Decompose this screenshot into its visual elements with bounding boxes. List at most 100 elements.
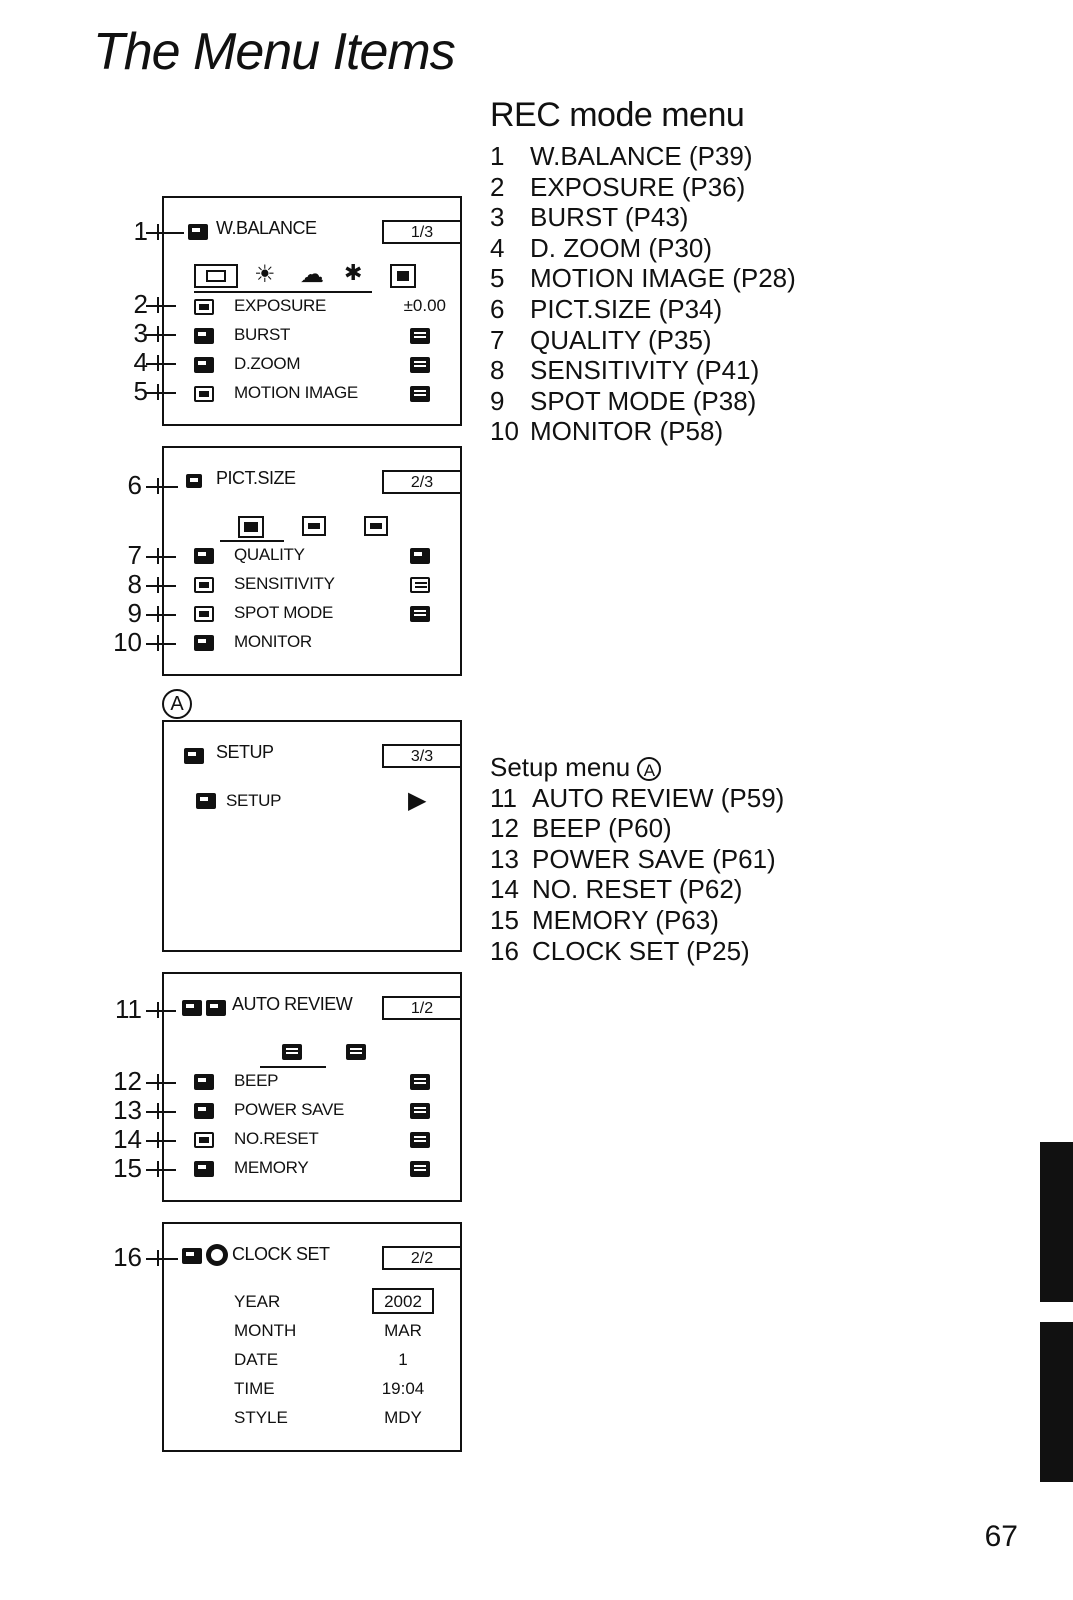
index-tab	[1040, 1142, 1073, 1302]
page-indicator: 1/2	[382, 996, 460, 1020]
setup-menu-heading: Setup menu A	[490, 752, 784, 783]
off-option-icon	[282, 1044, 302, 1060]
iso-icon	[194, 577, 214, 593]
sun-icon: ☀	[254, 261, 276, 288]
play-arrow-icon: ▶	[408, 787, 427, 814]
screen-setup: SETUP 3/3 SETUP ▶	[162, 720, 462, 952]
date-value: 1	[398, 1350, 408, 1369]
clock-row-label: YEAR	[234, 1292, 281, 1311]
screen-auto-review: AUTO REVIEW 1/2 BEEP POWER SAVE NO.RESET…	[162, 972, 462, 1202]
callout-number: 16	[113, 1242, 142, 1272]
screen-title: SETUP	[216, 742, 274, 762]
marker-a-icon: A	[162, 689, 192, 719]
quality-fine-icon	[410, 548, 430, 564]
setup-icon	[182, 1000, 202, 1016]
callout-number: 15	[113, 1153, 142, 1183]
screen-title: CLOCK SET	[232, 1244, 330, 1264]
callout-number: 3	[133, 318, 148, 348]
on-option-icon	[346, 1044, 366, 1060]
auto-review-icon	[206, 1000, 226, 1016]
callout-number: 9	[127, 598, 142, 628]
index-tab	[1040, 1322, 1073, 1482]
off-badge-icon	[410, 606, 430, 622]
motion-image-icon	[194, 386, 214, 402]
page-indicator: 3/3	[382, 744, 460, 768]
setup-icon	[182, 1248, 202, 1264]
setup-icon	[184, 748, 204, 764]
power-save-icon	[194, 1103, 214, 1119]
iso-100-icon	[410, 577, 430, 593]
screen-pictsize: PICT.SIZE 2/3 QUALITY SENSITIVITY SPOT M…	[162, 446, 462, 676]
style-value: MDY	[384, 1408, 422, 1427]
callout-number: 14	[113, 1124, 142, 1154]
on-badge-icon	[410, 1103, 430, 1119]
callout-number: 2	[133, 289, 148, 319]
quality-icon	[194, 548, 214, 564]
callout-number: 1	[133, 216, 148, 246]
off-badge-icon	[410, 328, 430, 344]
year-field-box[interactable]	[372, 1288, 434, 1314]
callout-number: 8	[127, 569, 142, 599]
page-number: 67	[984, 1520, 1018, 1553]
callout-number: 6	[127, 470, 142, 500]
memory-icon	[194, 1161, 214, 1177]
callout-number: 5	[133, 376, 148, 406]
menu-row-label: BEEP	[234, 1071, 279, 1090]
page-indicator: 2/3	[382, 470, 460, 494]
monitor-icon	[194, 635, 214, 651]
menu-row-label: SETUP	[226, 791, 282, 810]
screen-title: W.BALANCE	[216, 218, 317, 238]
menu-row-label: POWER SAVE	[234, 1100, 345, 1119]
marker-a-icon: A	[637, 757, 662, 782]
beep-icon	[194, 1074, 214, 1090]
page-title: The Menu Items	[93, 23, 456, 81]
menu-row-label: QUALITY	[234, 545, 305, 564]
screen-wbalance: W.BALANCE 1/3 ☀ ☁ ✱ EXPOSURE ±0.00 BURST…	[162, 196, 462, 426]
menu-row-label: SENSITIVITY	[234, 574, 335, 593]
month-value: MAR	[384, 1321, 422, 1340]
page-indicator: 2/2	[382, 1246, 460, 1270]
menu-row-label: MONITOR	[234, 632, 312, 651]
size-large-icon	[238, 516, 264, 538]
clock-row-label: DATE	[234, 1350, 279, 1369]
clock-row-label: STYLE	[234, 1408, 288, 1427]
burst-icon	[194, 328, 214, 344]
setup-icon	[196, 793, 216, 809]
on-badge-icon	[410, 1074, 430, 1090]
menu-row-label: D.ZOOM	[234, 354, 301, 373]
clock-row-label: MONTH	[234, 1321, 297, 1340]
screen-title: PICT.SIZE	[216, 468, 296, 488]
spot-icon	[194, 606, 214, 622]
menu-row-label: EXPOSURE	[234, 296, 327, 315]
callout-number: 7	[127, 540, 142, 570]
pictsize-icon	[186, 474, 202, 488]
rec-menu-heading: REC mode menu	[490, 96, 745, 134]
callout-number: 11	[115, 994, 142, 1024]
cloud-icon: ☁	[300, 261, 324, 288]
callout-number: 12	[113, 1066, 142, 1096]
off-badge-icon	[410, 1161, 430, 1177]
exposure-icon	[194, 299, 214, 315]
callout-number: 13	[113, 1095, 142, 1125]
screen-clock-set: CLOCK SET 2/2 YEAR 2002 MONTH MAR DATE 1…	[162, 1222, 462, 1452]
off-badge-icon	[410, 357, 430, 373]
menu-row-label: BURST	[234, 325, 291, 344]
wb-icon	[188, 224, 208, 240]
dzoom-icon	[194, 357, 214, 373]
no-reset-icon	[194, 1132, 214, 1148]
page-indicator: 1/3	[382, 220, 460, 244]
clock-icon	[206, 1244, 228, 1266]
